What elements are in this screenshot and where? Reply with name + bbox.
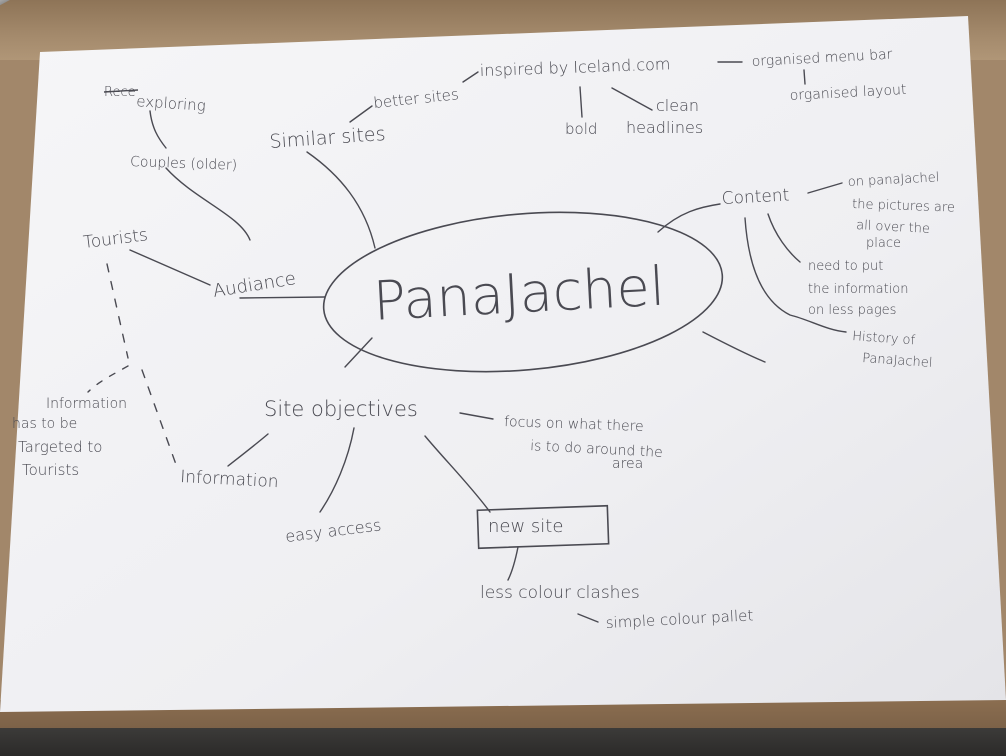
pictures-line-1: on panaJachel [847, 170, 939, 190]
headlines-label: headlines [626, 118, 703, 137]
info-pages-line-2: the information [808, 282, 909, 297]
desk-edge [0, 728, 1006, 756]
info-pages-line-1: need to put [808, 259, 883, 274]
pictures-line-3: all over the [856, 218, 930, 237]
layout-label: organised layout [789, 82, 906, 104]
history-line-1: History of [852, 329, 916, 348]
strikeout-mark [103, 89, 139, 93]
colour-clashes-label: less colour clashes [480, 583, 640, 603]
menu-bar-label: organised menu bar [751, 47, 893, 70]
clean-label: clean [656, 96, 699, 115]
focus-line-1: focus on what there [504, 414, 644, 435]
center-node: PanaJachel [372, 255, 667, 333]
pictures-line-2: the pictures are [852, 197, 955, 216]
connector-lines [87, 61, 847, 623]
focus-line-3: area [612, 456, 643, 472]
history-line-2: PanaJachel [862, 351, 933, 371]
exploring-label: exploring [136, 92, 207, 115]
exploring-struck-label: Rece [104, 85, 136, 100]
focus-line-2: is to do around the [530, 438, 663, 461]
info-targeted-line-1: Information [46, 396, 127, 412]
pictures-line-4: place [866, 236, 901, 251]
info-targeted-line-2: has to be [12, 416, 77, 432]
new-site-label: new site [488, 516, 563, 537]
new-site-box [476, 504, 610, 550]
couples-label: Couples (older) [130, 154, 237, 174]
bold-label: bold [565, 120, 597, 138]
center-node-outline [322, 211, 724, 373]
content-label: Content [721, 185, 790, 209]
info-targeted-line-3: Targeted to [18, 438, 102, 456]
info-targeted-line-4: Tourists [22, 461, 79, 479]
info-pages-line-3: on less pages [808, 303, 896, 318]
paper-sheet [0, 16, 1006, 712]
site-objectives-label: Site objectives [264, 397, 418, 421]
